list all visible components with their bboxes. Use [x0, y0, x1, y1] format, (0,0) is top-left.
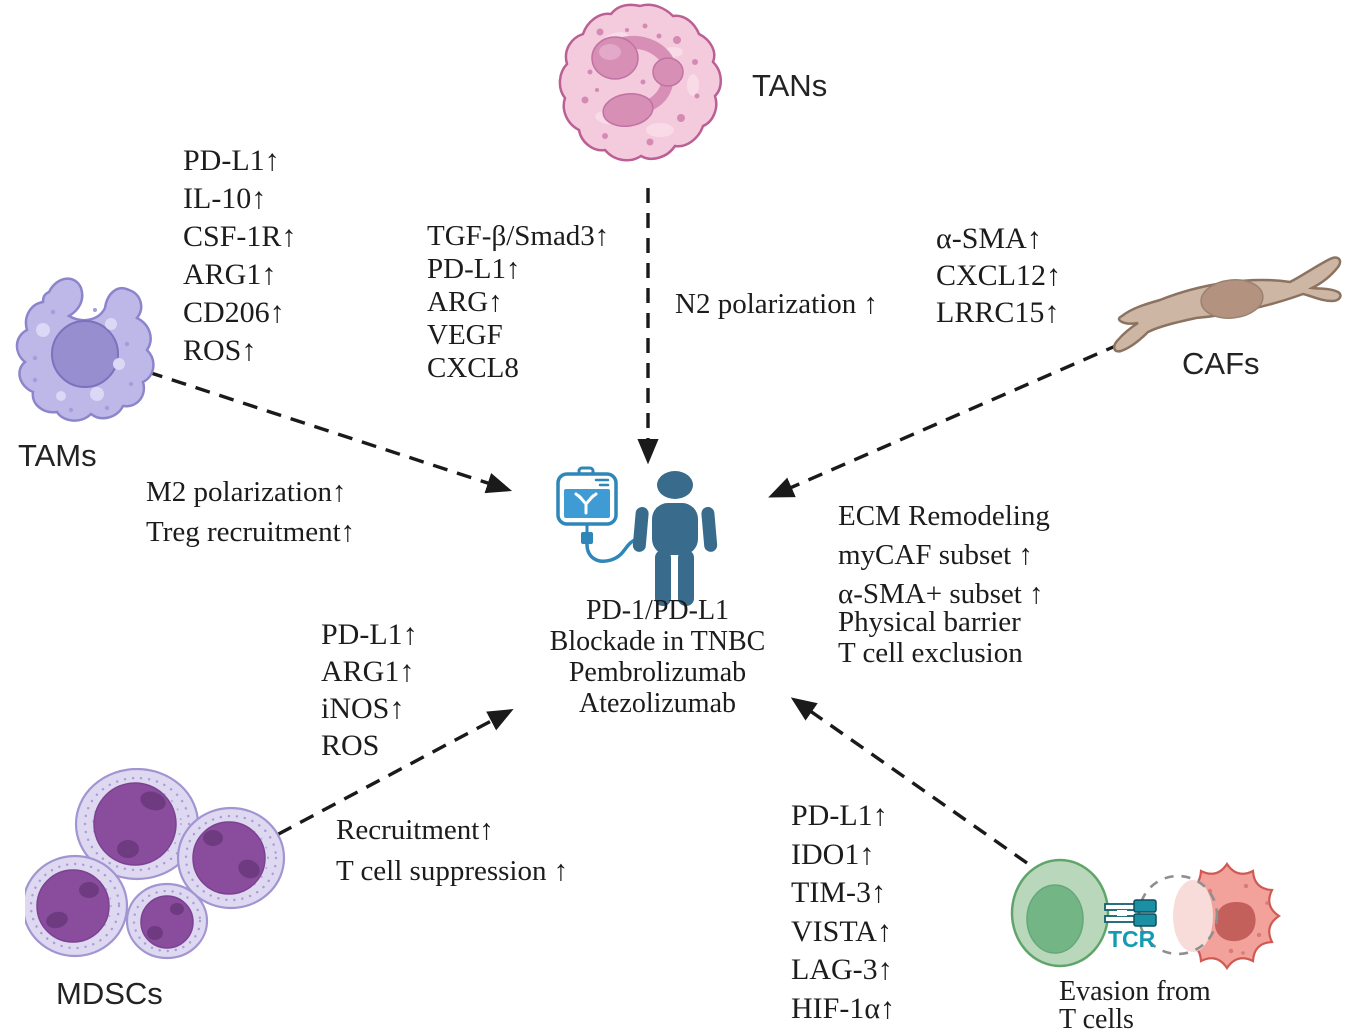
treatment-line: PD-1/PD-L1 [585, 595, 730, 626]
tcr-label: TCR [1108, 926, 1156, 952]
marker-line: PD-L1↑ [183, 144, 280, 177]
t-cell-nucleus [1026, 884, 1084, 954]
iv-bag-icon [556, 466, 642, 563]
marker-line: HIF-1α↑ [791, 991, 896, 1025]
tams-label: TAMs [18, 438, 97, 473]
tcell-evasion-caption: Evasion from T cells [1059, 978, 1211, 1034]
effect-line: ECM Remodeling [838, 500, 1050, 532]
effect-line: α-SMA+ subset ↑ [838, 578, 1044, 610]
marker-line: IDO1↑ [791, 837, 875, 871]
arrow-cafs-to-center [768, 332, 1144, 498]
tams-cell-illustration [15, 277, 155, 422]
marker-line: TIM-3↑ [791, 876, 886, 909]
cafs-cell-nucleus [1200, 279, 1264, 319]
marker-line: ARG1↑ [321, 655, 415, 688]
marker-line: CXCL8 [427, 352, 519, 384]
tams-effects-list: M2 polarization↑ Treg recruitment↑ [146, 472, 355, 552]
marker-line: LAG-3↑ [791, 953, 893, 986]
effect-line: M2 polarization↑ [146, 476, 347, 508]
mdscs-label: MDSCs [56, 976, 163, 1011]
tans-cell-illustration [558, 3, 722, 162]
treatment-line: Pembrolizumab [568, 657, 747, 688]
marker-line: PD-L1↑ [791, 799, 888, 832]
cafs-cell-illustration [1112, 256, 1342, 353]
effect-line: Physical barrier [838, 606, 1021, 638]
marker-line: α-SMA↑ [936, 222, 1042, 255]
caption-line: T cells [1059, 1004, 1134, 1035]
tcell-evasion-illustration [1010, 858, 1281, 970]
marker-line: LRRC15↑ [936, 296, 1060, 329]
cafs-effects-list-bottom: Physical barrier T cell exclusion [838, 607, 1023, 669]
marker-line: ROS [321, 729, 380, 762]
treatment-line: Blockade in TNBC [549, 626, 766, 657]
tams-cell-nucleus [51, 320, 119, 388]
marker-line: CSF-1R↑ [183, 220, 297, 253]
cafs-label: CAFs [1182, 346, 1260, 381]
cafs-effects-list-top: ECM Remodeling myCAF subset ↑ α-SMA+ sub… [838, 497, 1050, 614]
caption-line: Evasion from [1059, 976, 1211, 1007]
tans-label: TANs [752, 68, 828, 103]
marker-line: PD-L1↑ [321, 618, 418, 651]
marker-line: ARG↑ [427, 286, 503, 318]
mdscs-effects-list: Recruitment↑ T cell suppression ↑ [336, 810, 568, 892]
tumor-cell-nucleus [1214, 902, 1256, 942]
tcells-marker-list: PD-L1↑ IDO1↑ TIM-3↑ VISTA↑ LAG-3↑ HIF-1α… [791, 797, 895, 1028]
tcr-receptor-icon [1104, 899, 1157, 927]
marker-line: iNOS↑ [321, 692, 405, 725]
n2-polarization-text: N2 polarization ↑ [675, 288, 878, 320]
marker-line: PD-L1↑ [427, 253, 521, 285]
marker-line: ROS↑ [183, 334, 257, 367]
effect-line: T cell suppression ↑ [336, 855, 569, 887]
effect-line: Treg recruitment↑ [146, 516, 356, 548]
effect-line: T cell exclusion [838, 637, 1023, 669]
mdscs-marker-list: PD-L1↑ ARG1↑ iNOS↑ ROS [321, 616, 418, 764]
patient-icon [632, 471, 718, 606]
mdsc-cells [25, 768, 286, 960]
marker-line: VEGF [427, 319, 503, 351]
treatment-illustration [556, 466, 718, 606]
effect-line: myCAF subset ↑ [838, 539, 1033, 571]
tams-marker-list: PD-L1↑ IL-10↑ CSF-1R↑ ARG1↑ CD206↑ ROS↑ [183, 142, 296, 370]
marker-line: IL-10↑ [183, 182, 267, 215]
mdscs-cell-illustration [25, 768, 286, 960]
marker-line: ARG1↑ [183, 258, 277, 291]
treatment-caption: PD-1/PD-L1 Blockade in TNBC Pembrolizuma… [520, 595, 795, 719]
cafs-marker-list: α-SMA↑ CXCL12↑ LRRC15↑ [936, 220, 1061, 331]
tumor-pale-overlap [1173, 880, 1213, 952]
tans-secreted-list: TGF-β/Smad3↑ PD-L1↑ ARG↑ VEGF CXCL8 [427, 220, 609, 385]
marker-line: VISTA↑ [791, 914, 892, 948]
marker-line: CD206↑ [183, 296, 285, 329]
marker-line: CXCL12↑ [936, 259, 1062, 292]
marker-line: TGF-β/Smad3↑ [427, 220, 610, 252]
effect-line: Recruitment↑ [336, 814, 494, 846]
treatment-line: Atezolizumab [578, 688, 737, 719]
